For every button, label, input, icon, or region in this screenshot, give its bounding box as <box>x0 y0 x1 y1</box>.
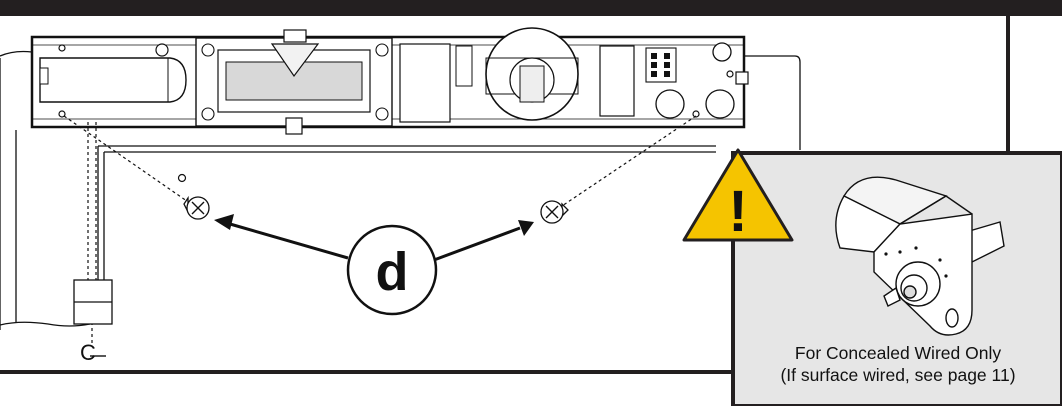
warning-icon: ! <box>682 148 794 244</box>
pilot-hole <box>177 173 187 183</box>
door-operator-unit <box>30 27 749 135</box>
concealed-wiring-inset <box>731 151 1062 406</box>
wire-conduit <box>73 279 113 325</box>
callout-label: d <box>376 242 409 302</box>
inset-caption-line1: For Concealed Wired Only <box>794 343 1002 363</box>
callout-arrows <box>214 214 534 262</box>
callout-d: d <box>346 224 438 316</box>
centerline-symbol: C <box>80 340 96 365</box>
door-frame-outline <box>0 50 801 330</box>
centerline-mark: C <box>80 340 106 365</box>
warning-symbol: ! <box>728 179 747 244</box>
header-bar <box>0 0 1062 16</box>
inset-device-drawing <box>835 176 1005 336</box>
screw-left <box>183 195 210 220</box>
screw-right <box>540 200 569 224</box>
inset-caption-line2: (If surface wired, see page 11) <box>780 365 1016 385</box>
inset-caption: For Concealed Wired Only (If surface wir… <box>740 342 1056 386</box>
